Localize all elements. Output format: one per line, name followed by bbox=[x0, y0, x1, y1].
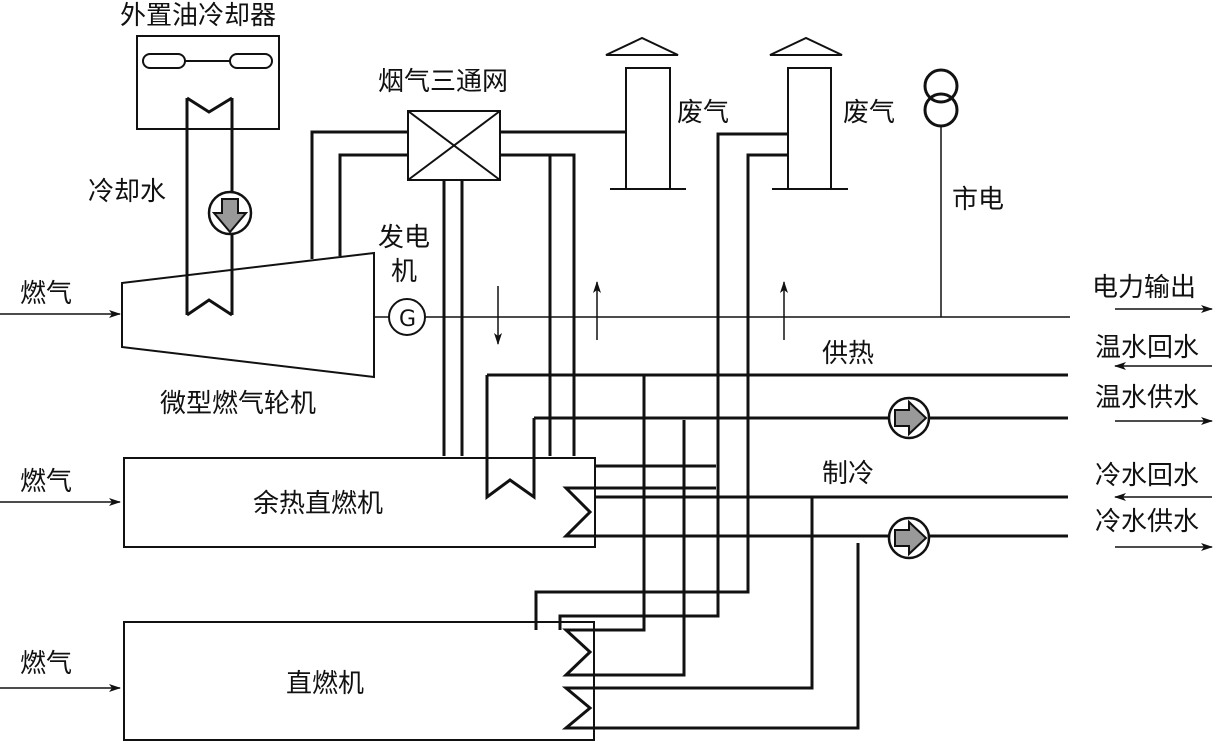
grid-label: 市电 bbox=[952, 185, 1004, 215]
heat-exchanger-icon-1 bbox=[485, 375, 536, 500]
warm-return-label: 温水回水 bbox=[1095, 333, 1199, 363]
waste-heat-burner bbox=[123, 457, 596, 548]
direct-burner bbox=[123, 621, 595, 741]
pump-icon bbox=[894, 519, 928, 557]
pump-icon bbox=[894, 399, 928, 437]
heating-pump bbox=[887, 396, 931, 440]
heat-exchanger-icon-3 bbox=[561, 375, 860, 730]
turbine-label: 微型燃气轮机 bbox=[160, 389, 316, 419]
cooling-label: 制冷 bbox=[822, 459, 874, 489]
oil-cooler bbox=[136, 35, 280, 130]
fuel-label-1: 燃气 bbox=[20, 279, 72, 309]
oil-cooler-label: 外置油冷却器 bbox=[120, 1, 276, 31]
oil-cooler-fan-right bbox=[229, 53, 273, 69]
direct-burner-label: 直燃机 bbox=[286, 669, 364, 699]
chilled-pump bbox=[887, 516, 931, 560]
heating-lines bbox=[487, 373, 1068, 490]
three-way-valve-icon bbox=[407, 110, 501, 181]
heat-exchanger-icon-2 bbox=[562, 486, 1068, 538]
chimney-icon-1 bbox=[605, 36, 686, 190]
exhaust-label-2: 废气 bbox=[843, 98, 895, 128]
generator-label-line2: 机 bbox=[391, 257, 417, 287]
fuel-label-3: 燃气 bbox=[20, 649, 72, 679]
cooling-water-pump bbox=[207, 190, 253, 236]
generator-symbol: G bbox=[399, 307, 416, 332]
chimney-icon-2 bbox=[769, 36, 848, 190]
cooling-water-label: 冷却水 bbox=[88, 177, 166, 207]
pump-icon bbox=[211, 198, 249, 234]
flue-gas-ducts bbox=[310, 130, 788, 630]
exhaust-label-1: 废气 bbox=[677, 98, 729, 128]
generator-label-line1: 发电 bbox=[378, 223, 430, 253]
flue-valve-label: 烟气三通网 bbox=[378, 67, 508, 97]
waste-heat-burner-label: 余热直燃机 bbox=[253, 489, 383, 519]
heating-label: 供热 bbox=[822, 339, 874, 369]
oil-cooler-fan-left bbox=[142, 53, 186, 69]
power-output-label: 电力输出 bbox=[1092, 273, 1196, 303]
transformer-icon bbox=[923, 68, 959, 128]
fuel-label-2: 燃气 bbox=[20, 467, 72, 497]
chilled-return-label: 冷水回水 bbox=[1095, 461, 1199, 491]
micro-gas-turbine bbox=[121, 251, 375, 379]
chilled-supply-label: 冷水供水 bbox=[1095, 507, 1199, 537]
warm-supply-label: 温水供水 bbox=[1095, 383, 1199, 413]
